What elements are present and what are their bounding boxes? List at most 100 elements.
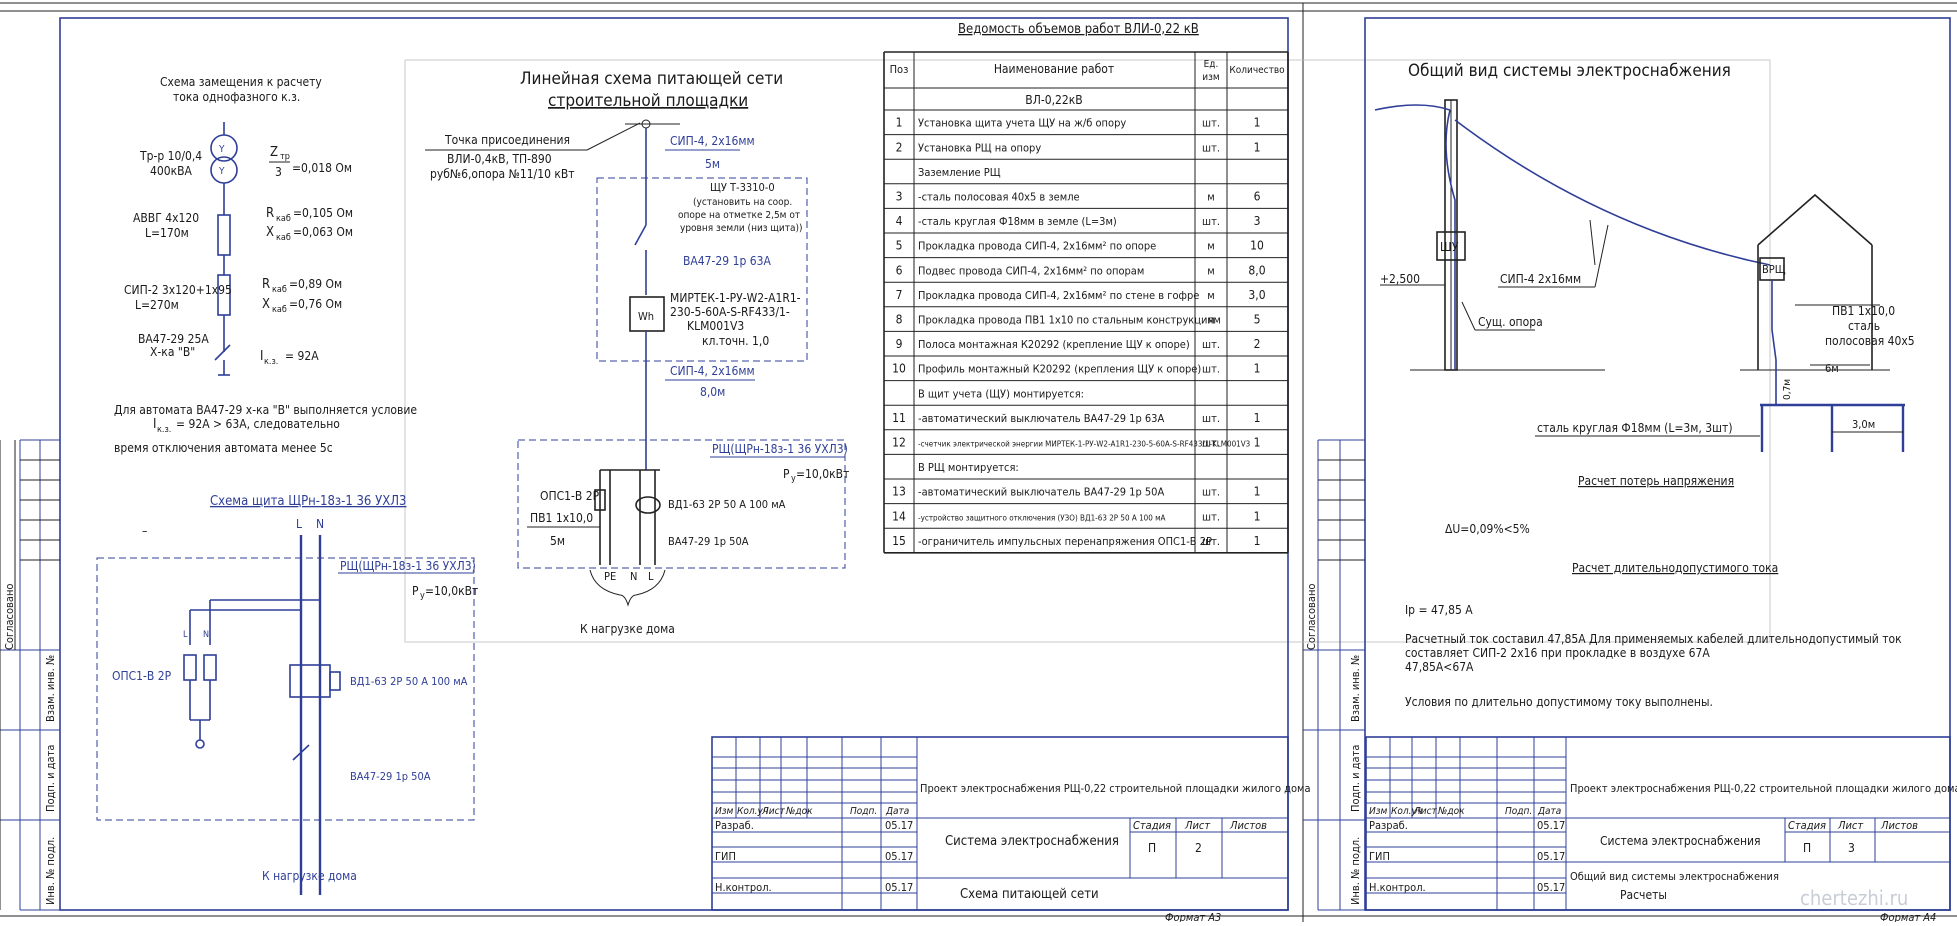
panel-breaker: ВА47-29 1р 50А [350,770,431,783]
work-row-name: Заземление РЩ [918,166,1001,179]
s2-calc-current-title: Расчет длительнодопустимого тока [1572,561,1778,575]
watermark: chertezhi.ru [1800,886,1908,910]
work-row-name: -сталь круглая Ф18мм в земле (L=3м) [918,215,1117,228]
work-row-pos: 12 [892,436,906,450]
tb2-h-list: Лист [1413,806,1438,817]
s2-ip: Iр = 47,85 А [1405,603,1473,617]
calc-title-l1: Схема замещения к расчету [160,75,322,89]
tb1-h-sheets: Листов [1229,819,1267,832]
svg-text:Y: Y [218,144,225,155]
r2-label: R [262,277,270,292]
tb1-h-stage: Стадия [1133,819,1171,832]
sheet2-frame: Согласовано Взам. инв. № Подп. и дата Ин… [1303,17,1951,924]
s2-format-label: Формат А4 [1880,911,1936,922]
tb2-sheet-name-l1: Общий вид системы электроснабжения [1570,870,1779,883]
s2-side-label-replacement: Взам. инв. № [1349,655,1362,722]
work-row-qty: 1 [1254,534,1261,548]
tb1-h-podp: Подп. [850,806,877,817]
work-row-name: -устройство защитного отключения (УЗО) В… [918,513,1166,522]
tb2-h-date: Дата [1537,806,1561,817]
r1-sub: каб [276,213,291,224]
work-table-h-unit-l1: Ед. [1204,59,1219,70]
work-table-section-vl: ВЛ-0,22кВ [1025,93,1082,107]
s2-text-l2: составляет СИП-2 2х16 при прокладке в во… [1405,646,1710,660]
sip1-len: 5м [705,157,720,171]
line-opn: ОПС1-В 2Р [540,489,600,503]
tb2-h-doc: №док [1437,806,1465,817]
work-row-pos: 10 [892,362,906,376]
line-to-load: К нагрузке дома [580,622,675,636]
work-row-name: -автоматический выключатель ВА47-29 1р 5… [918,486,1164,499]
ik-val: = 92А [285,349,319,363]
panel-scheme: Схема щита ЩРн-18з-1 36 УХЛ3 – РЩ(ЩРн-18… [96,494,478,895]
tb1-r2-role: ГИП [715,850,736,863]
work-row-name: В щит учета (ЩУ) монтируется: [918,387,1084,400]
cond-l2-b: = 92А > 63А, следовательно [176,417,340,431]
work-row-pos: 3 [896,190,903,204]
work-row-qty: 3,0 [1248,288,1265,302]
meter-l1: МИРТЕК-1-РУ-W2-А1R1- [670,291,801,305]
s2-dim-3: 3,0м [1852,418,1875,431]
s2-text-l3: 47,85А<67А [1405,660,1474,674]
work-row-pos: 9 [896,337,903,351]
work-row-unit: шт. [1202,437,1220,450]
tb2-r2-role: ГИП [1369,850,1390,863]
ik-label: I [260,349,263,364]
work-row-name: Прокладка провода СИП-4, 2х16мм² по опор… [918,240,1156,253]
tb1-sheet-name: Схема питающей сети [960,887,1099,902]
s2-calc-loss-title: Расчет потерь напряжения [1578,474,1734,488]
work-row-qty: 1 [1254,509,1261,523]
line-pu-label: Р [783,467,790,481]
panel-L: L [296,517,302,531]
tb2-h-izm: Изм [1369,806,1388,817]
tb2-r1-role: Разраб. [1369,819,1408,832]
shu-l3: опоре на отметке 2,5м от [678,210,800,221]
work-row-name: Подвес провода СИП-4, 2х16мм² по опорам [918,264,1144,277]
work-row-unit: шт. [1202,486,1220,499]
tb2-r3-role: Н.контрол. [1369,881,1426,894]
tb2-h-kol: Кол.уч [1391,806,1422,817]
work-row-name: -счетчик электрической энергии МИРТЕК-1-… [918,440,1250,449]
work-row-name: Полоса монтажная К20292 (крепление ЩУ к … [918,338,1190,351]
pv: ПВ1 1х10,0 [530,511,593,525]
tb1-stage: П [1148,841,1156,855]
s2-side-label-sign-date: Подп. и дата [1349,745,1362,812]
work-row-qty: 1 [1254,116,1261,130]
side-label-agreed: Согласовано [3,584,16,650]
work-row-unit: шт. [1202,117,1220,130]
work-row-qty: 1 [1254,485,1261,499]
tb2-h-sheets: Листов [1880,819,1918,832]
s2-dim-07: 0,7м [1782,379,1793,400]
s2-pv-l1: ПВ1 1х10,0 [1832,304,1895,318]
tb2-sheet: 3 [1848,841,1855,855]
work-row-qty: 1 [1254,362,1261,376]
shu-l2: (установить на соор. [693,197,792,208]
panel-pu-val: =10,0кВт [425,584,478,598]
sheet1-frame: Согласовано Взам. инв. № Подп. и дата Ин… [0,17,1289,924]
cable1-l2: L=170м [145,226,189,240]
svg-text:L: L [183,630,188,640]
x2-sub: каб [272,304,287,315]
r2-val: =0,89 Ом [289,277,342,291]
work-row-name: -сталь полосовая 40х5 в земле [918,191,1080,204]
meter-l2: 230-5-60А-S-RF433/1- [670,305,790,319]
tb1-r1-date: 05.17 [885,819,913,832]
tb1-sheet: 2 [1195,841,1202,855]
tb2-h-podp: Подп. [1505,806,1532,817]
x1-val: =0,063 Ом [293,225,353,239]
tb1-h-izm: Изм [715,806,734,817]
sip2: СИП-4, 2х16мм [670,364,755,378]
s2-side-label-inventory: Инв. № подл. [1349,837,1362,905]
tb1-r3-role: Н.контрол. [715,881,772,894]
line-n: N [630,570,637,583]
work-row-unit: шт. [1202,141,1220,154]
line-pu-val: =10,0кВт [796,467,849,481]
work-row-name: В РЩ монтируется: [918,461,1019,474]
panel-uzo: ВД1-63 2Р 50 А 100 мА [350,675,468,688]
work-row-name: Установка щита учета ЩУ на ж/б опору [918,117,1126,130]
s2-dim-6: 6м [1825,362,1839,375]
work-row-pos: 5 [896,239,903,253]
work-row-pos: 1 [896,116,903,130]
